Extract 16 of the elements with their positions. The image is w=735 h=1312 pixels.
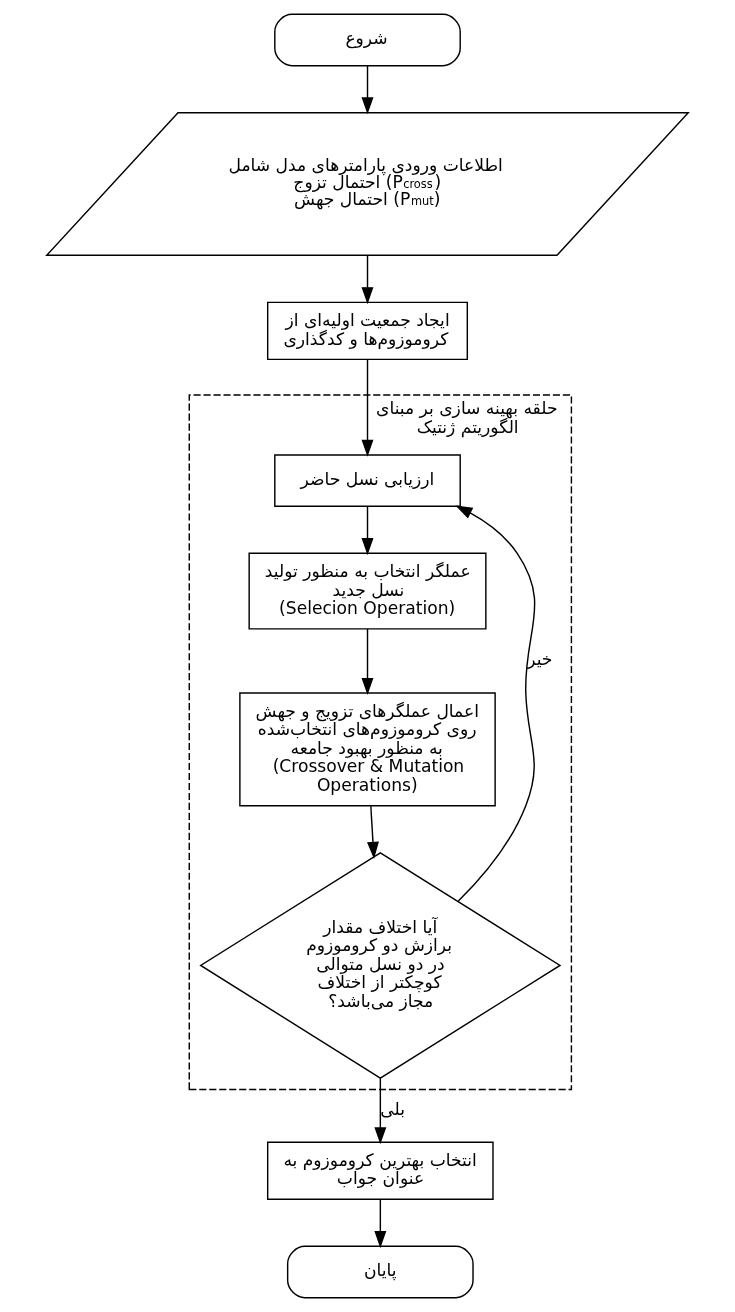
arrow <box>374 1077 387 1145</box>
node-diamond: آیا اختلاف مقدار برازش دو کروموزوم در دو نسل متوالی کوچکتر از اختلاف مجاز می‌باشد؟ <box>199 851 562 1079</box>
node-box: ایجاد جمعیت اولیه‌ای از کروموزوم‌ها و کدگذاری <box>266 301 469 361</box>
node-box: شروع <box>274 13 461 67</box>
node-box: پایان <box>286 1245 474 1299</box>
arrow <box>361 65 374 115</box>
arrow <box>361 254 374 305</box>
arrow <box>361 505 374 556</box>
edge-label: بلی <box>380 1098 406 1119</box>
node-box: ارزیابی نسل حاضر <box>274 454 461 507</box>
arrow <box>455 505 536 902</box>
node-box: انتخاب بهترین کروموزوم به عنوان جواب <box>266 1141 494 1200</box>
arrow <box>367 805 379 859</box>
arrow <box>374 1198 387 1249</box>
arrow <box>361 628 374 696</box>
arrow <box>361 359 374 457</box>
